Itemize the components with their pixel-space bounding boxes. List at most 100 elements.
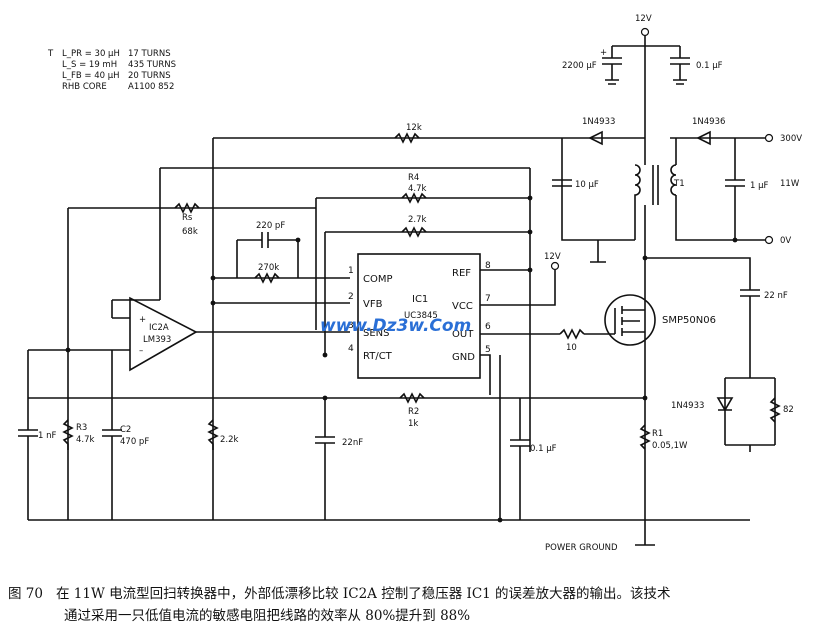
ic1-pin3-num: 3 <box>348 321 354 331</box>
flyback-converter-schematic: T L_PR = 30 µH 17 TURNS L_S = 19 mH 435 … <box>18 14 802 553</box>
ic1-uc3845: COMP VFB SENS RT/CT 1 2 3 4 REF VCC OUT … <box>348 253 491 379</box>
comparator-minus: – <box>139 346 143 356</box>
power-ground-label: POWER GROUND <box>545 543 618 553</box>
ic1-pin4-label: RT/CT <box>363 351 393 362</box>
ic1-pin3-label: SENS <box>363 328 390 339</box>
diode-1n4933-bottom-label: 1N4933 <box>671 401 704 411</box>
wire-snubber <box>561 138 635 241</box>
cap-22nf <box>315 398 335 520</box>
diode-1n4936 <box>696 130 711 146</box>
resistor-r4 <box>401 192 427 204</box>
junction <box>642 255 648 261</box>
transformer-spec: T L_PR = 30 µH 17 TURNS L_S = 19 mH 435 … <box>47 49 176 92</box>
cap-10uf <box>552 179 572 187</box>
comparator-ic2a: + – IC2A LM393 <box>28 296 198 372</box>
spec-row-1-value: 17 TURNS <box>128 49 171 59</box>
cap-0p1uf-bottom <box>510 398 530 520</box>
cap-10uf-label: 10 µF <box>575 180 599 190</box>
ic1-pin2-label: VFB <box>363 299 383 310</box>
resistor-10 <box>480 328 605 340</box>
resistor-rs <box>174 202 200 214</box>
mosfet-circle <box>604 294 656 346</box>
cap-22nf-snubber-label: 22 nF <box>764 291 788 301</box>
output-0v-terminal <box>764 235 774 245</box>
spec-row-1-name: L_PR = 30 µH <box>62 49 120 59</box>
comparator-plus: + <box>139 315 146 325</box>
spec-row-2-value: 435 TURNS <box>128 60 176 70</box>
ic1-pin7-num: 7 <box>485 294 491 304</box>
comparator-part: LM393 <box>143 335 171 345</box>
ic1-body <box>357 253 481 379</box>
resistor-270k <box>254 272 280 284</box>
ic1-pin1-label: COMP <box>363 274 393 285</box>
cap-1uf-label: 1 µF <box>750 181 769 191</box>
resistor-27k-label: 2.7k <box>408 215 427 225</box>
junction <box>527 195 533 201</box>
transformer-title: T <box>47 49 54 59</box>
mosfet-part-label: SMP50N06 <box>662 315 716 326</box>
resistor-r1-name: R1 <box>652 429 663 439</box>
vcc-terminal <box>550 261 560 271</box>
resistor-r4-value: 4.7k <box>408 184 427 194</box>
resistor-r2-name: R2 <box>408 407 419 417</box>
vcc-12v-label: 12V <box>544 252 561 262</box>
ground-snubber <box>590 240 606 263</box>
resistor-r2 <box>399 392 425 404</box>
cap-2200uf <box>602 57 622 85</box>
cap-22nf-label: 22nF <box>342 438 363 448</box>
resistor-rs-value: 68k <box>182 227 198 237</box>
diode-1n4933-bottom <box>716 397 734 412</box>
spec-row-2-name: L_S = 19 mH <box>62 60 117 70</box>
wire-vcc <box>480 270 556 306</box>
output-0v-label: 0V <box>780 236 791 246</box>
cap-0p1uf-bottom-label: 0.1 µF <box>530 444 557 454</box>
spec-row-3-name: L_FB = 40 µH <box>62 71 120 81</box>
junction <box>527 229 533 235</box>
resistor-r3 <box>62 419 74 520</box>
cap-1uf-out <box>725 138 745 240</box>
ic1-pin1-num: 1 <box>348 266 354 276</box>
mosfet-smp50n06: SMP50N06 <box>604 294 716 346</box>
wire-comp-plus <box>111 299 160 319</box>
cap-22nf-snubber <box>645 257 760 378</box>
ic1-pin5-label: GND <box>452 352 475 363</box>
cap-0p1uf-top-label: 0.1 µF <box>696 61 723 71</box>
resistor-27k <box>401 226 427 238</box>
junction <box>295 237 301 243</box>
resistor-r1-value: 0.05,1W <box>652 441 688 451</box>
resistor-r1 <box>639 424 651 450</box>
resistor-r3-name: R3 <box>76 423 87 433</box>
resistor-r3-value: 4.7k <box>76 435 95 445</box>
ic1-pin8-label: REF <box>452 268 471 279</box>
diode-1n4933-top-label: 1N4933 <box>582 117 615 127</box>
transformer-secondary <box>670 164 677 196</box>
spec-row-4-value: A1100 852 <box>128 82 174 92</box>
snubber-network <box>724 377 776 452</box>
junction <box>497 517 503 523</box>
ic1-pin2-num: 2 <box>348 292 354 302</box>
junction <box>65 347 71 353</box>
comparator-triangle <box>129 296 198 372</box>
output-power-label: 11W <box>780 179 800 189</box>
resistor-2p2k <box>207 419 219 520</box>
cap-1nf-label: 1 nF <box>38 431 56 441</box>
resistor-270k-label: 270k <box>258 263 279 273</box>
supply-12v-label: 12V <box>635 14 652 24</box>
wire-r4-top <box>160 167 531 452</box>
resistor-82 <box>769 397 781 423</box>
cap-c2-name: C2 <box>120 425 131 435</box>
resistor-rs-name: Rs <box>182 213 193 223</box>
power-ground-symbol <box>635 520 655 546</box>
watermark: www.Dz3w.Com <box>320 316 471 336</box>
supply-rail <box>611 36 681 58</box>
cap-0p1uf-top <box>670 57 690 85</box>
junction <box>210 275 216 281</box>
output-hv-label: 300V <box>780 134 802 144</box>
resistor-2p2k-label: 2.2k <box>220 435 239 445</box>
cap-plus-sign: + <box>600 48 607 58</box>
junction <box>732 237 738 243</box>
ic1-pin6-num: 6 <box>485 322 491 332</box>
supply-terminal <box>640 27 650 37</box>
